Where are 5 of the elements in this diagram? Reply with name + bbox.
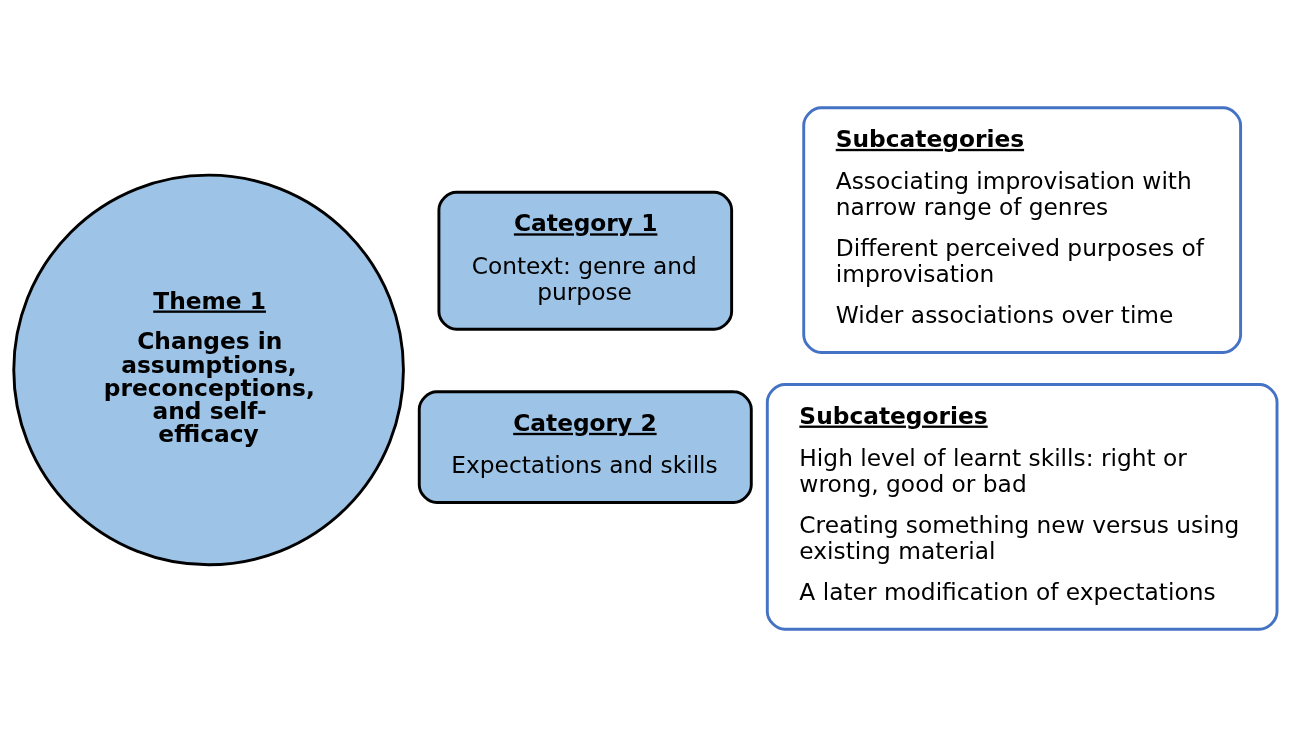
- node-box: Subcategories Associating improvisation with narrow range of genres Different perceived purposes of improvisation Wider associations over time: [802, 105, 1243, 354]
- node-circle: Theme 1 Changes in assumptions, preconceptions, and self-efficacy: [12, 173, 405, 566]
- node-box: Category 1 Context: genre and purpose: [437, 190, 734, 331]
- node-box: Category 2 Expectations and skills: [417, 389, 753, 504]
- node-box: Subcategories High level of learnt skills: right or wrong, good or bad Creating something new versus using existing material A later modification of expectations: [765, 382, 1279, 631]
